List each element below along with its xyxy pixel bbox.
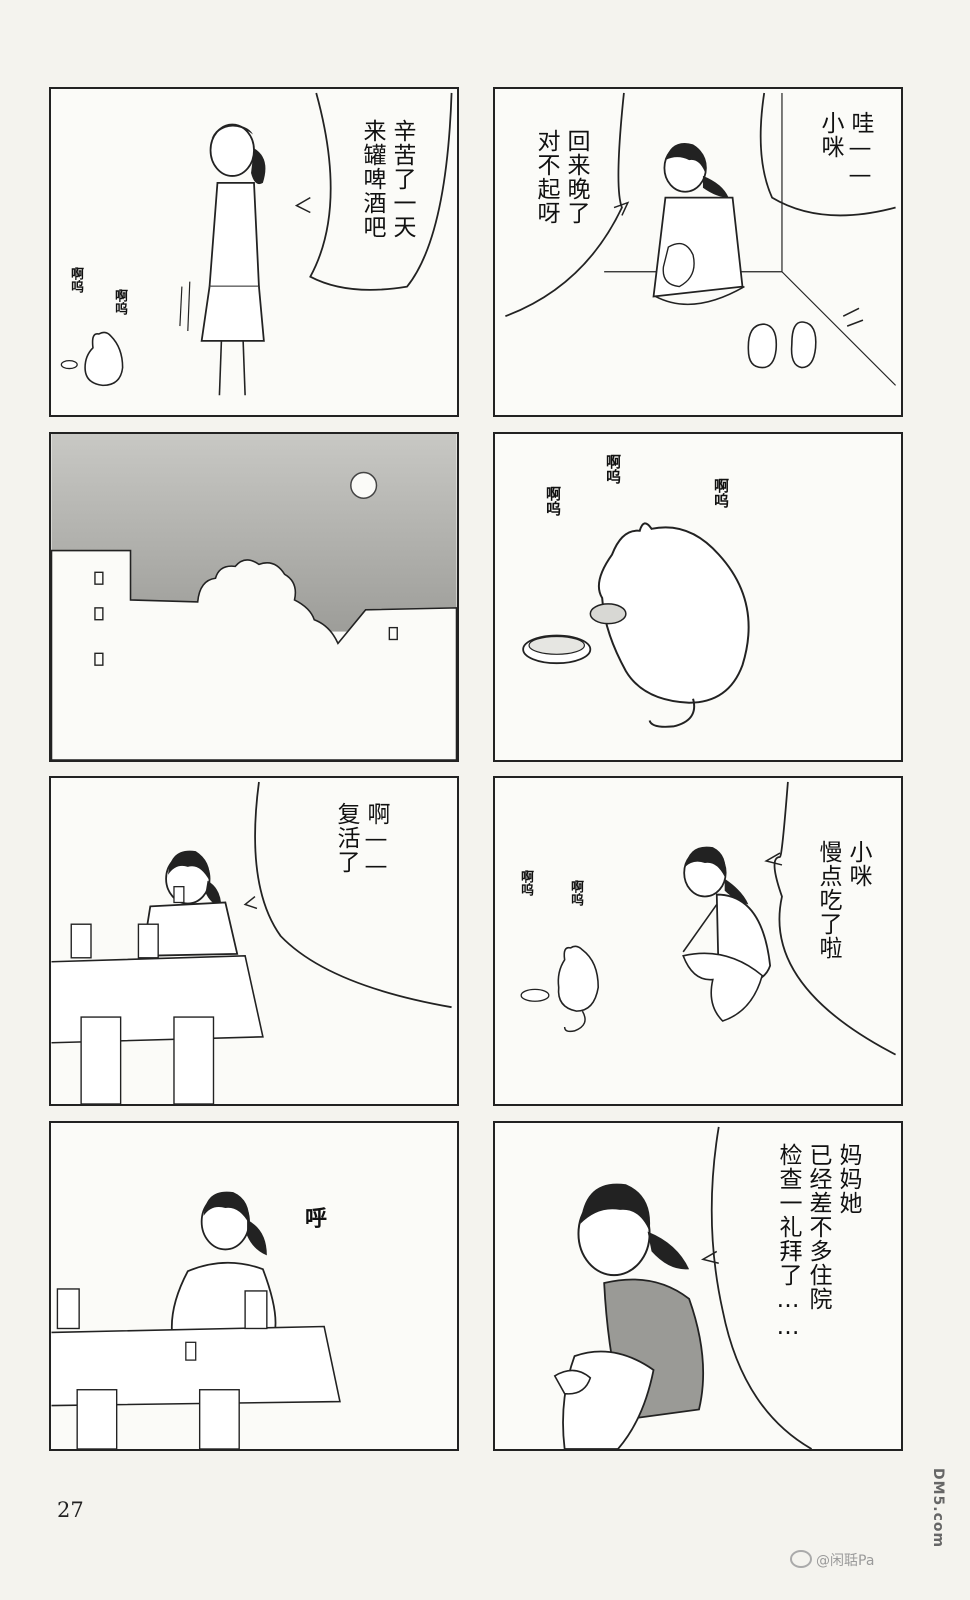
panel-6-sfx-2: 啊呜 (568, 880, 583, 906)
panel-2: 哇—— 小咪 回来晚了 对不起呀 (493, 87, 903, 417)
panel-6-art (520, 781, 896, 1056)
panel-6: 小咪 慢点吃了啦 啊呜 啊呜 (493, 776, 903, 1106)
panel-4-sfx-1: 啊呜 (544, 486, 562, 516)
panel-6-dialogue-line-1: 小咪 (845, 840, 871, 888)
panel-2-art (505, 92, 896, 386)
panel-7-art (51, 1191, 341, 1449)
watermark-credit: @闲聒Pa (790, 1550, 874, 1570)
panel-7: 呼 (49, 1121, 459, 1451)
panel-8-dialogue-line-2: 已经差不多住院 (805, 1143, 831, 1311)
panel-1-art (60, 92, 453, 396)
watermark-credit-text: @闲聒Pa (816, 1553, 875, 1569)
panel-3 (49, 432, 459, 762)
panel-1-sfx-1: 啊呜 (68, 267, 83, 293)
panel-5-dialogue-line-1: 啊—— (363, 802, 389, 880)
panel-6-dialogue-line-2: 慢点吃了啦 (815, 840, 841, 960)
panel-1: 辛苦了一天 来罐啤酒吧 啊呜 啊呜 (49, 87, 459, 417)
panel-8-dialogue-line-1: 妈妈她 (835, 1143, 861, 1215)
panel-8-dialogue-line-3: 检查一礼拜了…… (775, 1143, 801, 1341)
panel-4-sfx-3: 啊呜 (712, 478, 730, 508)
panel-6-sfx-1: 啊呜 (518, 870, 533, 896)
watermark-logo: DM5.com (930, 1468, 946, 1549)
panel-5-art (51, 781, 452, 1104)
panel-4-art (522, 522, 750, 728)
page-number: 27 (57, 1498, 84, 1522)
panel-1-sfx-2: 啊呜 (112, 289, 127, 315)
panel-1-dialogue-line-2: 来罐啤酒吧 (359, 119, 385, 239)
panel-2-dialogue-1-line-2: 小咪 (817, 111, 843, 159)
panel-5-dialogue-line-2: 复活了 (333, 802, 359, 874)
panel-7-sfx: 呼 (305, 1207, 328, 1232)
panel-8: 妈妈她 已经差不多住院 检查一礼拜了…… (493, 1121, 903, 1451)
panel-2-dialogue-2-line-1: 回来晚了 (563, 129, 589, 225)
weibo-icon (790, 1550, 812, 1568)
panel-4-sfx-2: 啊呜 (604, 454, 622, 484)
panel-8-art (553, 1126, 813, 1449)
panel-4: 啊呜 啊呜 啊呜 (493, 432, 903, 762)
panel-3-art (51, 434, 457, 760)
panel-2-dialogue-2-line-2: 对不起呀 (533, 129, 559, 225)
panel-2-dialogue-1-line-1: 哇—— (847, 111, 873, 189)
panel-5: 啊—— 复活了 (49, 776, 459, 1106)
panel-1-dialogue-line-1: 辛苦了一天 (389, 119, 415, 239)
